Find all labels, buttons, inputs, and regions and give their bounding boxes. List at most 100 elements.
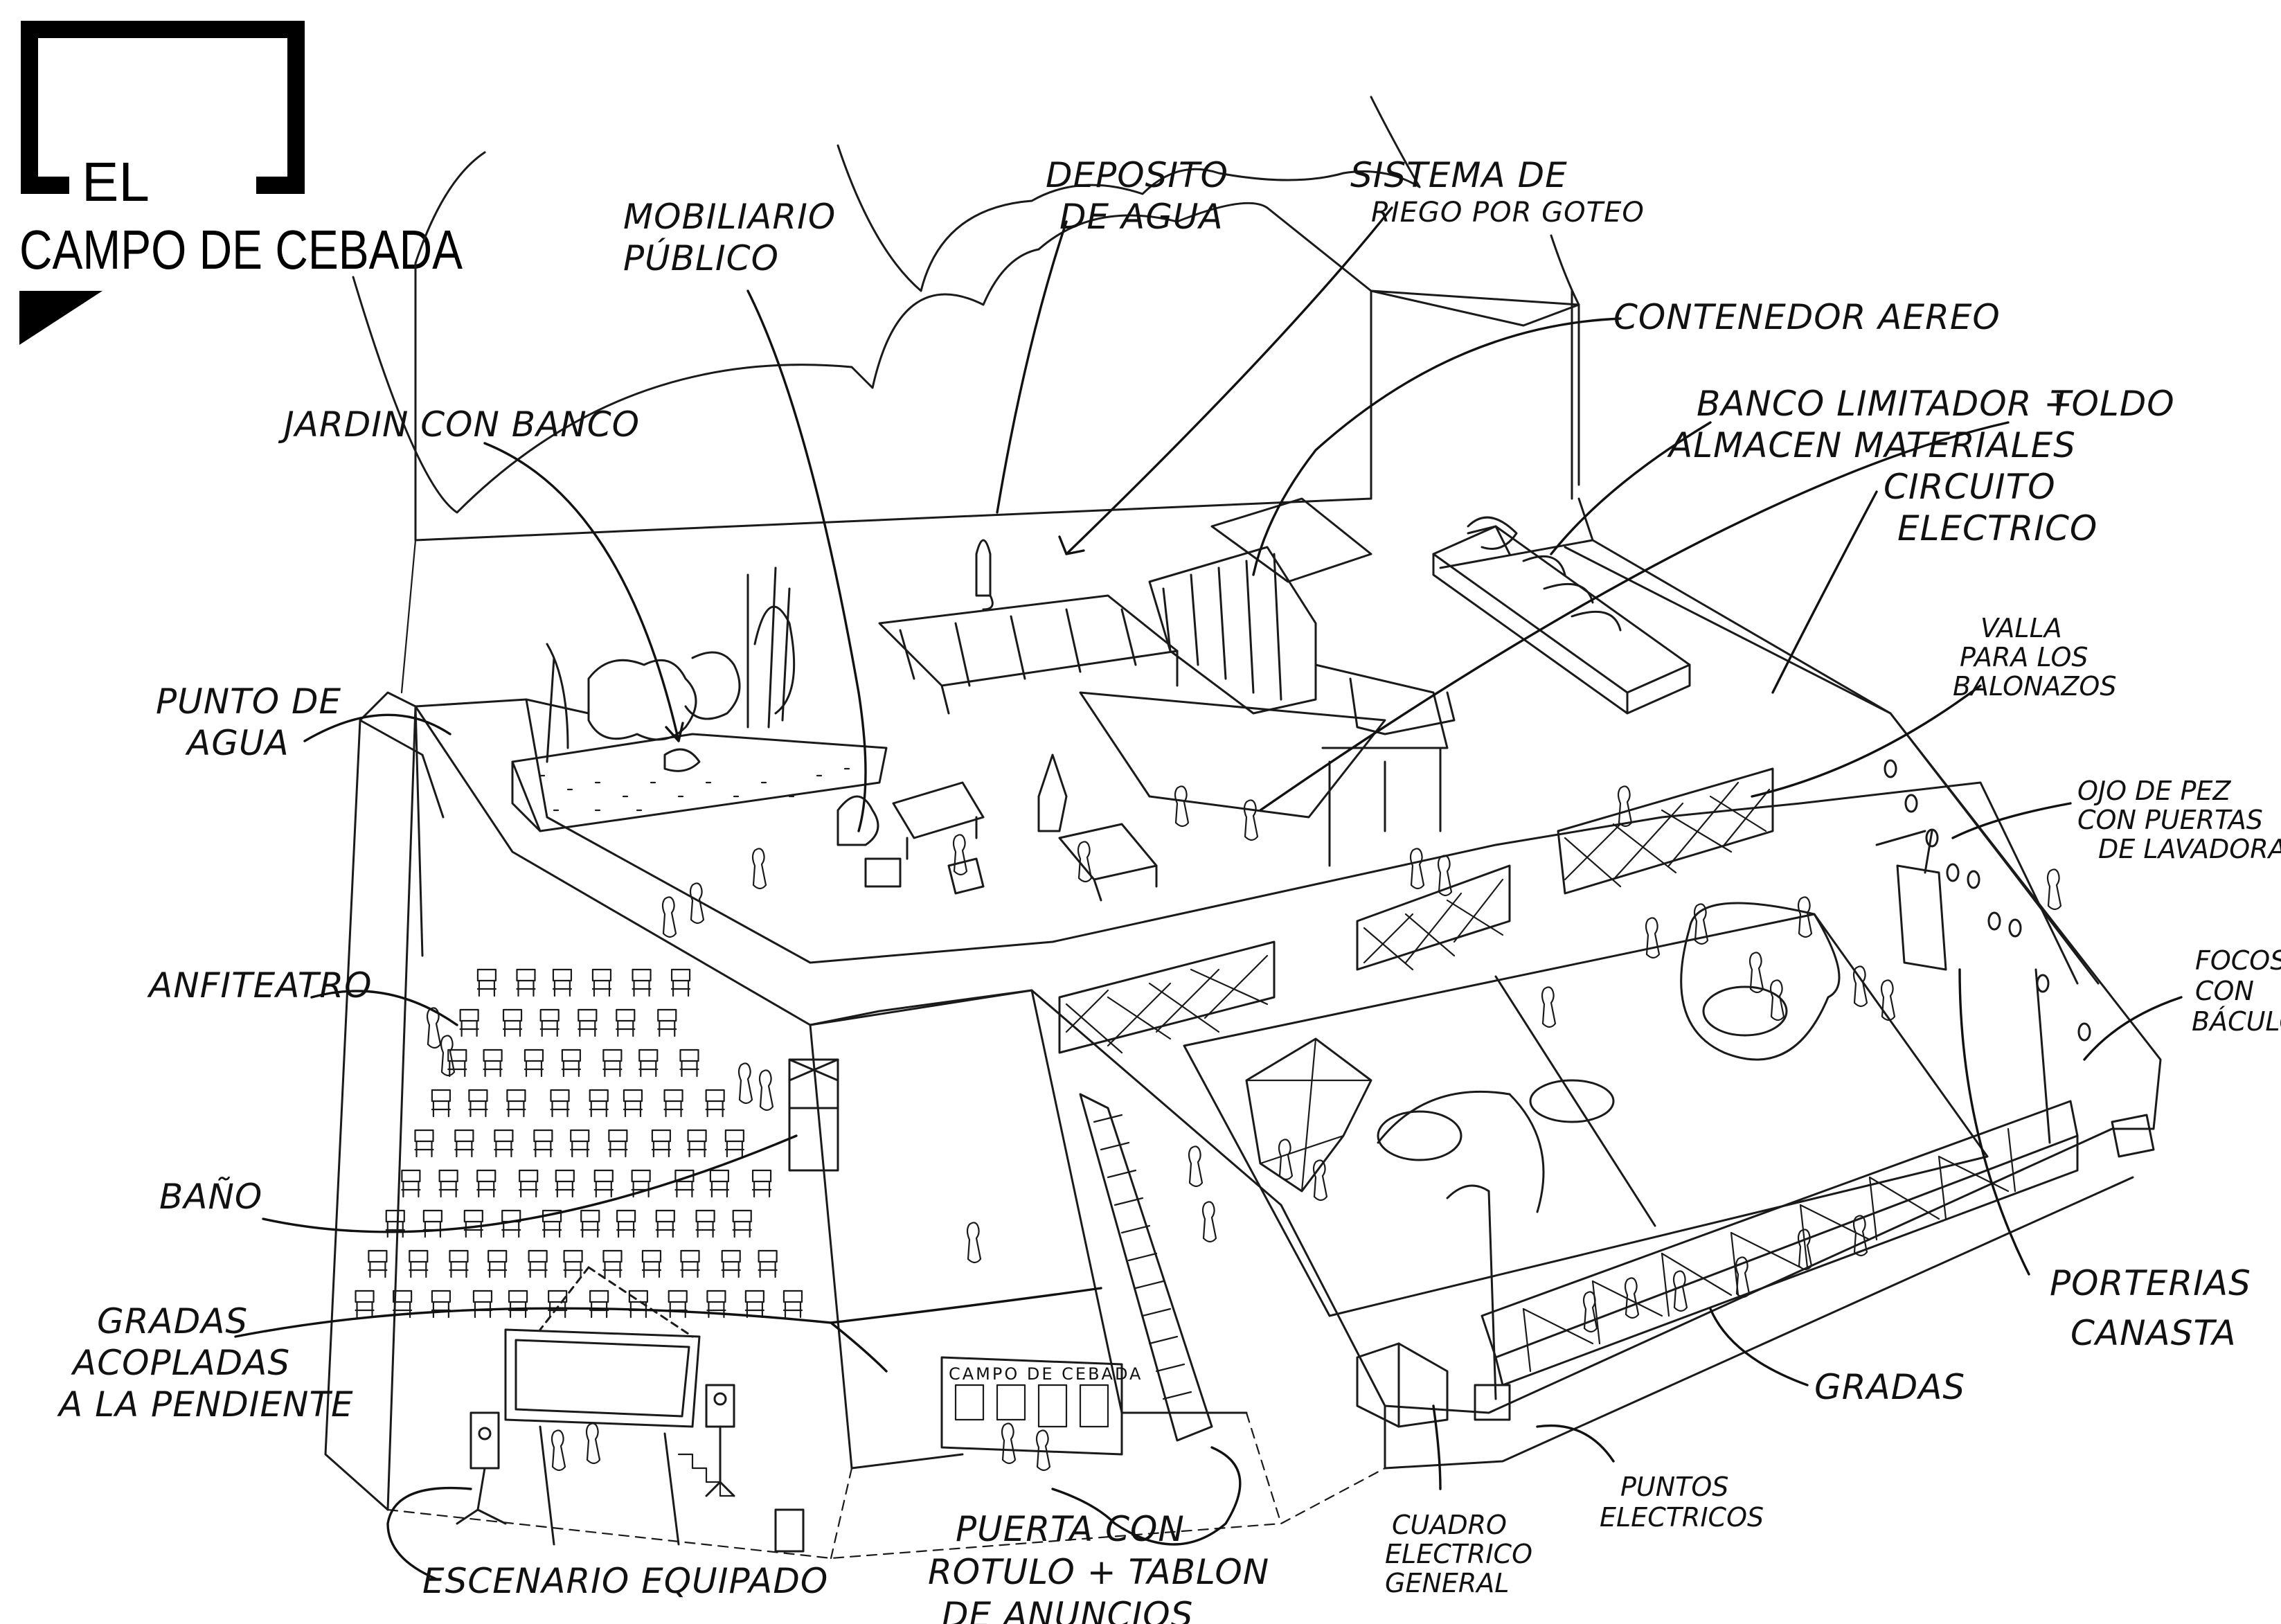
chair bbox=[438, 1169, 458, 1198]
person bbox=[1852, 965, 1868, 1008]
chair bbox=[552, 968, 573, 997]
person bbox=[758, 1069, 774, 1112]
chair bbox=[476, 968, 497, 997]
chair bbox=[782, 1290, 803, 1319]
chair bbox=[695, 1209, 715, 1238]
person bbox=[1312, 1159, 1328, 1202]
limiter-bench bbox=[1432, 516, 1691, 715]
chair bbox=[494, 1129, 514, 1158]
person bbox=[1001, 1422, 1017, 1465]
person bbox=[1693, 903, 1709, 945]
person bbox=[1769, 979, 1785, 1021]
person bbox=[661, 896, 677, 938]
chair bbox=[516, 968, 536, 997]
chair bbox=[447, 1049, 467, 1078]
chair bbox=[409, 1249, 429, 1278]
person bbox=[426, 1007, 442, 1049]
container-canopy bbox=[1079, 497, 1456, 867]
chair bbox=[657, 1008, 677, 1037]
chair bbox=[524, 1049, 544, 1078]
person bbox=[2046, 868, 2062, 911]
chair bbox=[539, 1008, 560, 1037]
bleachers bbox=[1079, 1093, 2079, 1442]
chair bbox=[638, 1049, 659, 1078]
chair bbox=[706, 1290, 726, 1319]
sign-text: CAMPO DE CEBADA bbox=[949, 1364, 1143, 1384]
chair bbox=[668, 1290, 688, 1319]
person bbox=[1541, 986, 1557, 1028]
chair bbox=[393, 1290, 413, 1319]
stage-area bbox=[456, 1266, 805, 1553]
chair bbox=[641, 1249, 662, 1278]
entrance-sign: CAMPO DE CEBADA bbox=[940, 1356, 1143, 1456]
chair bbox=[454, 1129, 474, 1158]
chair bbox=[616, 1008, 636, 1037]
person bbox=[1437, 855, 1453, 897]
chair bbox=[501, 1209, 521, 1238]
person bbox=[1797, 1229, 1813, 1271]
people-figures bbox=[426, 785, 2062, 1472]
person bbox=[585, 1422, 601, 1465]
person bbox=[1582, 1291, 1598, 1333]
plaza-furniture bbox=[837, 539, 1179, 902]
chair bbox=[414, 1129, 434, 1158]
logo-line2: CAMPO DE CEBADA bbox=[19, 219, 463, 280]
person bbox=[1617, 785, 1633, 828]
chair bbox=[561, 1049, 581, 1078]
chair bbox=[589, 1290, 609, 1319]
logo-line1: EL bbox=[82, 151, 150, 213]
chair bbox=[631, 1169, 651, 1198]
chair bbox=[751, 1169, 772, 1198]
person bbox=[1174, 785, 1190, 828]
label-gradas: GRADAS bbox=[1814, 1367, 1965, 1407]
person bbox=[440, 1035, 456, 1077]
chair bbox=[422, 1209, 442, 1238]
background-buildings bbox=[352, 96, 1580, 694]
person bbox=[1243, 799, 1259, 841]
chair bbox=[506, 1089, 526, 1118]
chair bbox=[355, 1290, 375, 1319]
chair bbox=[593, 1169, 614, 1198]
person bbox=[737, 1062, 753, 1105]
label-escenario: ESCENARIO EQUIPADO bbox=[422, 1561, 828, 1601]
chair bbox=[449, 1249, 469, 1278]
chair bbox=[623, 1089, 643, 1118]
person bbox=[751, 848, 767, 890]
chair bbox=[724, 1129, 744, 1158]
chair bbox=[368, 1249, 388, 1278]
person bbox=[1077, 841, 1093, 883]
bathroom bbox=[788, 1058, 839, 1172]
chair bbox=[550, 1089, 570, 1118]
label-toldo: TOLDO bbox=[2050, 384, 2175, 424]
chair bbox=[744, 1290, 764, 1319]
chair bbox=[508, 1290, 528, 1319]
chair bbox=[670, 968, 691, 997]
logo: EL CAMPO DE CEBADA bbox=[19, 21, 463, 345]
label-anfiteatro: ANFITEATRO bbox=[147, 965, 372, 1006]
person bbox=[1035, 1429, 1051, 1472]
person bbox=[1188, 1145, 1204, 1188]
chair bbox=[602, 1249, 623, 1278]
chair bbox=[555, 1169, 575, 1198]
label-focos: FOCOSCONBÁCULOS bbox=[2192, 945, 2281, 1037]
chair bbox=[548, 1290, 568, 1319]
person bbox=[551, 1429, 566, 1472]
chair bbox=[476, 1169, 497, 1198]
person bbox=[1672, 1270, 1688, 1312]
person bbox=[1748, 952, 1764, 994]
chair bbox=[468, 1089, 488, 1118]
chair bbox=[431, 1089, 451, 1118]
chair bbox=[602, 1049, 623, 1078]
amphitheatre-chairs bbox=[355, 968, 803, 1319]
chair bbox=[758, 1249, 778, 1278]
chair bbox=[632, 968, 652, 997]
electric-panel bbox=[1356, 1342, 1511, 1428]
person bbox=[1624, 1277, 1640, 1319]
chair bbox=[680, 1249, 700, 1278]
chair bbox=[483, 1049, 503, 1078]
